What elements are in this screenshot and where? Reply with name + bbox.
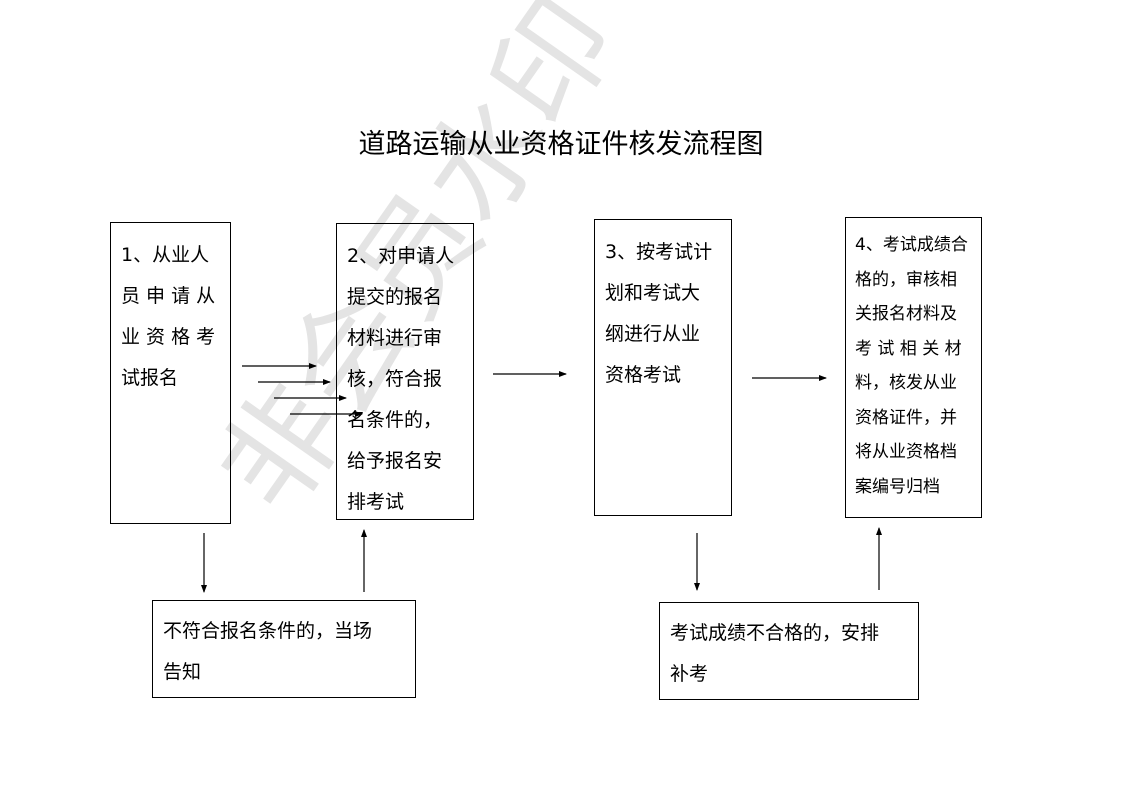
note-text: 告知 <box>163 661 202 683</box>
step-text: 提交的报名 <box>347 286 443 308</box>
note-text: 补考 <box>670 663 709 685</box>
step-text: 员 申 请 从 <box>121 285 216 307</box>
step-text: 划和考试大 <box>605 282 701 304</box>
step-text: 排考试 <box>347 491 405 513</box>
step-4-box: 4、考试成绩合 格的，审核相 关报名材料及 考 试 相 关 材 料，核发从业 资… <box>845 217 982 518</box>
step-text: 核，符合报 <box>347 368 443 390</box>
step-2-box: 2、对申请人 提交的报名 材料进行审 核，符合报 名条件的， 给予报名安 排考试 <box>336 223 474 520</box>
note-retake-box: 考试成绩不合格的，安排 补考 <box>659 602 919 700</box>
step-text: 4、考试成绩合 <box>855 235 968 255</box>
step-text: 料，核发从业 <box>855 373 957 393</box>
step-text: 1、从业人 <box>121 244 210 266</box>
step-text: 名条件的， <box>347 409 443 431</box>
step-text: 纲进行从业 <box>605 323 701 345</box>
step-text: 格的，审核相 <box>855 269 957 290</box>
step-text: 考 试 相 关 材 <box>855 338 962 359</box>
step-text: 给予报名安 <box>347 450 443 472</box>
step-text: 材料进行审 <box>347 327 443 349</box>
step-text: 资格证件，并 <box>855 407 957 428</box>
note-reject-box: 不符合报名条件的，当场 告知 <box>152 600 416 698</box>
step-text: 试报名 <box>121 367 179 389</box>
step-text: 案编号归档 <box>855 476 940 497</box>
step-1-box: 1、从业人 员 申 请 从 业 资 格 考 试报名 <box>110 222 231 524</box>
step-text: 2、对申请人 <box>347 245 455 267</box>
note-text: 考试成绩不合格的，安排 <box>670 622 880 644</box>
page-title: 道路运输从业资格证件核发流程图 <box>358 129 764 160</box>
step-text: 资格考试 <box>605 364 682 386</box>
step-text: 业 资 格 考 <box>121 326 216 348</box>
note-text: 不符合报名条件的，当场 <box>163 620 373 642</box>
step-3-box: 3、按考试计 划和考试大 纲进行从业 资格考试 <box>594 219 732 516</box>
step-text: 关报名材料及 <box>855 304 957 324</box>
step-text: 将从业资格档 <box>855 442 957 462</box>
step-text: 3、按考试计 <box>605 241 713 263</box>
